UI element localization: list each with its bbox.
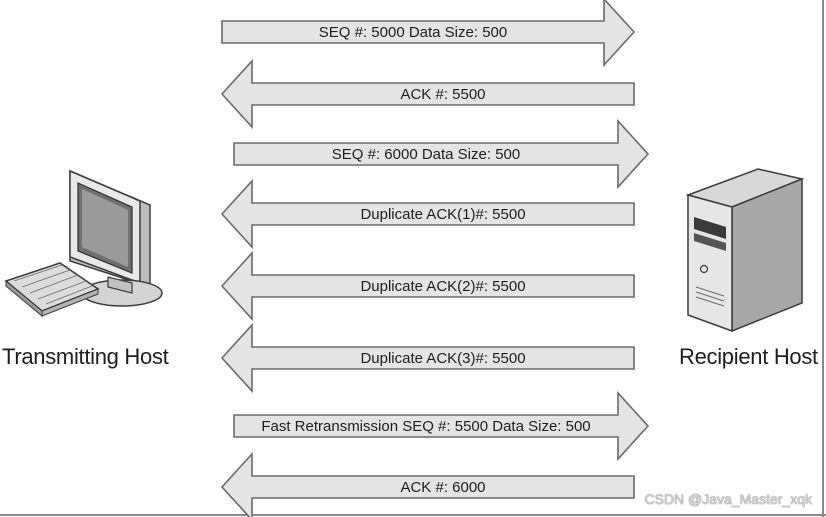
message-arrow: Duplicate ACK(2)#: 5500 (222, 253, 634, 319)
desktop-computer-icon (0, 165, 170, 325)
message-arrow: SEQ #: 5000 Data Size: 500 (222, 0, 634, 65)
message-label: ACK #: 5500 (400, 86, 485, 103)
message-arrow: Duplicate ACK(1)#: 5500 (222, 181, 634, 247)
message-label: SEQ #: 6000 Data Size: 500 (332, 146, 520, 163)
message-label: ACK #: 6000 (400, 479, 485, 496)
message-label: Duplicate ACK(2)#: 5500 (360, 278, 525, 295)
transmitting-host-label: Transmitting Host (2, 344, 168, 370)
watermark: CSDN @Java_Master_xqk (645, 491, 813, 507)
message-arrow: ACK #: 5500 (222, 61, 634, 127)
server-tower-icon (680, 165, 810, 335)
message-arrow: ACK #: 6000 (222, 454, 634, 517)
message-arrow: SEQ #: 6000 Data Size: 500 (234, 121, 648, 187)
message-label: Fast Retransmission SEQ #: 5500 Data Siz… (261, 418, 590, 435)
recipient-host-label: Recipient Host (679, 344, 818, 370)
message-arrow: Duplicate ACK(3)#: 5500 (222, 325, 634, 391)
message-label: Duplicate ACK(1)#: 5500 (360, 206, 525, 223)
message-label: Duplicate ACK(3)#: 5500 (360, 350, 525, 367)
message-arrow: Fast Retransmission SEQ #: 5500 Data Siz… (234, 393, 648, 459)
message-label: SEQ #: 5000 Data Size: 500 (319, 24, 507, 41)
